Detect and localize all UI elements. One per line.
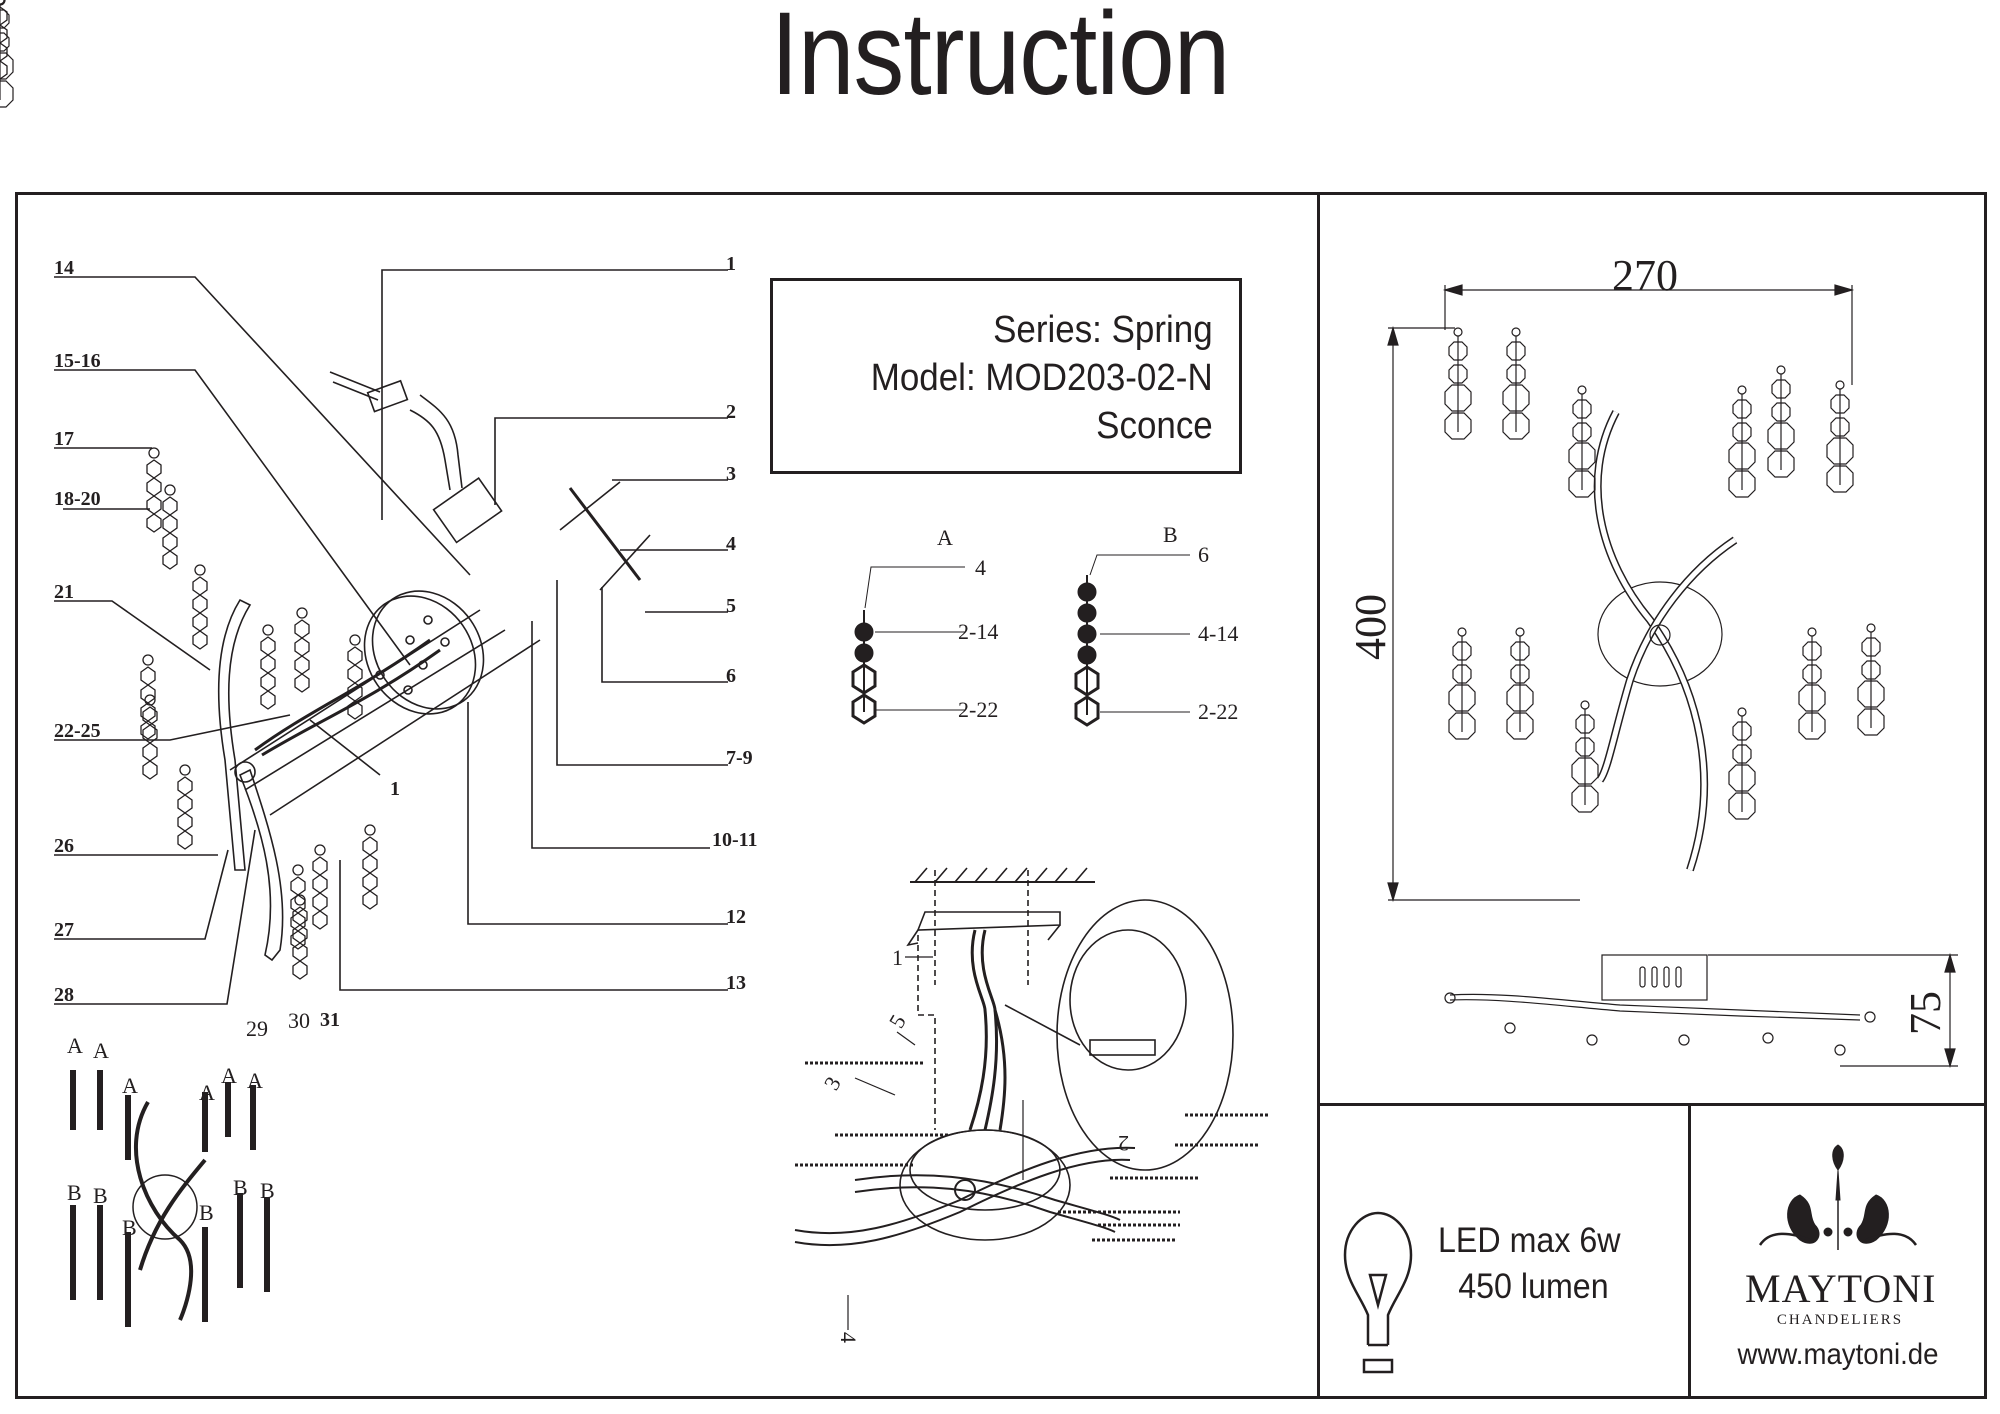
part-label-7-9: 7-9 [726, 747, 753, 769]
assembly-crystal-rows [795, 1061, 1270, 1242]
layout-label-b-3: B [122, 1215, 137, 1240]
spec-lumen: 450 lumen [1458, 1267, 1609, 1306]
mounting-plate [906, 870, 1061, 1130]
drawing-frame [15, 192, 1987, 1399]
spec-text: LED max 6w 450 lumen [1438, 1218, 1621, 1310]
part-label-28: 28 [54, 984, 74, 1006]
series-text: Series: Spring [993, 309, 1213, 351]
depth-dimension [1708, 952, 1958, 1069]
right-leader-lines [309, 269, 728, 991]
model-text: Model: MOD203-02-N [871, 357, 1213, 399]
assembly-step-4: 4 [836, 1332, 861, 1343]
layout-label-b-1: B [67, 1180, 82, 1205]
layout-label-a-2: A [93, 1038, 109, 1063]
terminal-detail [1004, 899, 1234, 1171]
part-label-30: 30 [288, 1008, 310, 1033]
part-label-12: 12 [726, 906, 746, 928]
arms [217, 598, 541, 962]
height-dimension [1387, 325, 1580, 903]
layout-label-a-5: A [221, 1063, 237, 1088]
part-label-10-11: 10-11 [712, 829, 758, 851]
part-label-29: 29 [246, 1016, 268, 1041]
left-leader-lines [54, 276, 471, 1005]
pendant-a-callout-0: 4 [975, 555, 986, 580]
frame-divider-footer [1688, 1103, 1691, 1398]
pendant-b-callout-1: 4-14 [1198, 621, 1238, 646]
part-label-13: 13 [726, 972, 746, 994]
layout-label-b-2: B [93, 1183, 108, 1208]
part-label-22-25: 22-25 [54, 720, 101, 742]
part-label-5: 5 [726, 595, 736, 617]
part-label-3: 3 [726, 463, 736, 485]
pendant-b-callout-0: 6 [1198, 542, 1209, 567]
part-label-2: 2 [726, 401, 736, 423]
layout-label-b-6: B [260, 1178, 275, 1203]
part-label-17: 17 [54, 428, 74, 450]
assembly-step-1: 1 [892, 945, 903, 970]
pendant-a-callout-1: 2-14 [958, 619, 998, 644]
dimension-height: 400 [1346, 594, 1395, 660]
dimension-width: 270 [1612, 251, 1678, 300]
mounting-bracket [559, 481, 651, 591]
brand-url[interactable]: www.maytoni.de [1737, 1338, 1939, 1371]
layout-strands-top [70, 1070, 256, 1160]
layout-label-a-4: A [199, 1080, 215, 1105]
wire-bundle [968, 929, 1007, 1131]
product-info-box: Series: Spring Model: MOD203-02-N Sconce [770, 278, 1242, 474]
assembly-arrows [847, 956, 1024, 1330]
layout-label-b-5: B [233, 1175, 248, 1200]
crystal-strands [0, 0, 378, 980]
layout-label-a-6: A [247, 1068, 263, 1093]
product-type-text: Sconce [1096, 405, 1213, 447]
pendant-type-a [851, 566, 965, 725]
page-title: Instruction [770, 0, 1231, 120]
part-label-inner-1: 1 [390, 778, 400, 800]
side-view-fixture [1444, 954, 1876, 1056]
part-label-21: 21 [54, 581, 74, 603]
part-label-27: 27 [54, 919, 74, 941]
canopy-plate [363, 590, 485, 715]
led-driver [329, 371, 503, 544]
brand-name: MAYTONI [1745, 1266, 1937, 1311]
layout-label-b-4: B [199, 1200, 214, 1225]
dimension-depth: 75 [1901, 991, 1950, 1035]
frame-divider-horizontal [1317, 1103, 1985, 1106]
part-label-26: 26 [54, 835, 74, 857]
top-view-crystal-strands [0, 0, 1885, 820]
layout-label-a-1: A [67, 1033, 83, 1058]
top-view-fixture [1593, 410, 1738, 872]
pendant-b-callout-2: 2-22 [1198, 699, 1238, 724]
pendant-a-callout-2: 2-22 [958, 697, 998, 722]
part-label-6: 6 [726, 665, 736, 687]
part-label-14: 14 [54, 257, 74, 279]
pendant-a-title: A [937, 525, 953, 550]
layout-label-a-3: A [122, 1073, 138, 1098]
layout-strands-bottom [70, 1193, 270, 1327]
assembly-step-2: 2 [1118, 1131, 1129, 1156]
pendant-type-b [1074, 554, 1190, 727]
brand-subtitle: CHANDELIERS [1776, 1312, 1904, 1328]
spec-power: LED max 6w [1438, 1221, 1621, 1260]
ceiling [910, 867, 1095, 883]
part-label-18-20: 18-20 [54, 488, 101, 510]
part-label-31: 31 [320, 1009, 340, 1031]
frame-divider-vertical [1317, 192, 1320, 1398]
part-label-15-16: 15-16 [54, 350, 101, 372]
assembly-arms [794, 1146, 1136, 1247]
width-dimension [1442, 284, 1855, 385]
part-label-4: 4 [726, 533, 736, 555]
part-label-1: 1 [726, 253, 736, 275]
pendant-b-title: B [1163, 522, 1178, 547]
